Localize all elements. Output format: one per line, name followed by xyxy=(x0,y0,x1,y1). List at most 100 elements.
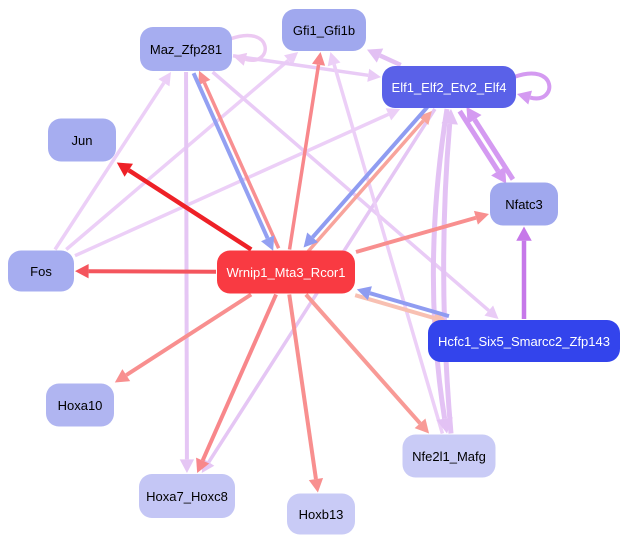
node-wrnip1[interactable]: Wrnip1_Mta3_Rcor1 xyxy=(217,250,355,294)
node-nfatc3[interactable]: Nfatc3 xyxy=(490,182,558,226)
edge-hcfc1-nfatc3 xyxy=(516,226,532,319)
node-maz[interactable]: Maz_Zfp281 xyxy=(140,27,232,71)
edge-line xyxy=(441,123,454,434)
edge-arrowhead-icon xyxy=(303,232,318,248)
node-hoxb13[interactable]: Hoxb13 xyxy=(287,493,355,535)
edge-arrowhead-icon xyxy=(356,286,372,301)
edge-arrowhead-icon xyxy=(75,263,89,279)
edge-elf1-gfi1 xyxy=(367,48,402,68)
edge-arrowhead-icon xyxy=(114,369,131,383)
node-shape[interactable] xyxy=(217,250,355,294)
edge-arrowhead-icon xyxy=(517,90,533,105)
edge-line xyxy=(457,109,501,173)
edge-wrnip1-hoxb13 xyxy=(287,294,324,493)
edge-line xyxy=(200,293,278,462)
edge-line xyxy=(229,33,267,62)
edge-arrowhead-icon xyxy=(441,109,458,125)
node-shape[interactable] xyxy=(139,474,235,518)
node-fos[interactable]: Fos xyxy=(8,250,74,292)
edge-wrnip1-hoxa10 xyxy=(114,292,253,383)
node-shape[interactable] xyxy=(382,66,516,108)
edge-arrowhead-icon xyxy=(179,459,195,473)
edge-arrowhead-icon xyxy=(385,108,401,121)
edge-wrnip1-fos xyxy=(75,263,217,279)
edge-arrowhead-icon xyxy=(418,110,432,126)
node-elf1[interactable]: Elf1_Elf2_Etv2_Elf4 xyxy=(382,66,516,108)
node-shape[interactable] xyxy=(46,383,114,427)
edge-line xyxy=(311,105,429,239)
edge-arrowhead-icon xyxy=(116,162,133,177)
edge-line xyxy=(287,294,318,480)
edge-arrowhead-icon xyxy=(327,52,341,67)
edge-line xyxy=(355,215,477,254)
edge-maz-hoxa7 xyxy=(179,71,195,473)
edge-arrowhead-icon xyxy=(158,72,171,87)
edge-arrowhead-icon xyxy=(491,166,507,184)
edge-line xyxy=(74,112,390,258)
edge-arrowhead-icon xyxy=(466,106,482,124)
edge-line xyxy=(379,53,402,68)
edge-line xyxy=(304,293,422,425)
edge-line xyxy=(125,292,253,377)
edge-line xyxy=(65,59,290,251)
node-shape[interactable] xyxy=(402,434,496,478)
edge-arrowhead-icon xyxy=(308,478,324,493)
edge-elf1-wrnip1 xyxy=(303,105,429,248)
edge-arrowhead-icon xyxy=(473,210,489,225)
edge-line xyxy=(369,291,450,319)
edge-fos-gfi1 xyxy=(65,52,299,251)
node-jun[interactable]: Jun xyxy=(48,118,116,162)
edge-line xyxy=(430,108,450,420)
edge-line xyxy=(354,293,435,321)
edge-arrowhead-icon xyxy=(414,418,430,434)
edge-wrnip1-maz xyxy=(198,70,281,249)
edge-line xyxy=(53,81,166,251)
edge-nfe2l1-elf1 xyxy=(441,109,458,434)
edge-nfatc3-elf1 xyxy=(466,106,516,181)
node-shape[interactable] xyxy=(140,27,232,71)
edge-arrowhead-icon xyxy=(198,70,211,86)
edge-fos-elf1 xyxy=(74,108,401,258)
node-hcfc1[interactable]: Hcfc1_Six5_Smarcc2_Zfp143 xyxy=(428,320,620,362)
edge-wrnip1-gfi1 xyxy=(287,52,326,250)
edge-line xyxy=(88,269,217,274)
node-shape[interactable] xyxy=(428,320,620,362)
node-shape[interactable] xyxy=(282,9,366,51)
edge-maz-wrnip1 xyxy=(191,72,275,251)
edge-line xyxy=(287,64,321,250)
edge-wrnip1-nfatc3 xyxy=(355,210,489,254)
edge-wrnip1-jun xyxy=(116,162,253,252)
edge-line xyxy=(513,71,552,101)
node-shape[interactable] xyxy=(48,118,116,162)
node-shape[interactable] xyxy=(8,250,74,292)
edge-line xyxy=(191,72,270,240)
edge-elf1-self xyxy=(513,71,552,105)
edge-maz-self xyxy=(229,33,267,66)
edge-arrowhead-icon xyxy=(311,52,326,66)
edge-line xyxy=(306,119,425,253)
edge-wrnip1-elf1 xyxy=(306,110,432,253)
node-nfe2l1[interactable]: Nfe2l1_Mafg xyxy=(402,434,496,478)
node-shape[interactable] xyxy=(287,493,355,535)
node-shape[interactable] xyxy=(490,182,558,226)
edge-wrnip1-nfe2l1 xyxy=(304,293,430,434)
node-hoxa7[interactable]: Hoxa7_Hoxc8 xyxy=(139,474,235,518)
edge-arrowhead-icon xyxy=(284,52,299,66)
edge-arrowhead-icon xyxy=(261,235,275,251)
edge-fos-maz xyxy=(53,72,171,251)
node-hoxa10[interactable]: Hoxa10 xyxy=(46,383,114,427)
edge-arrowhead-icon xyxy=(367,68,381,82)
edge-line xyxy=(332,63,445,434)
edge-line xyxy=(127,168,253,252)
edge-arrowhead-icon xyxy=(196,457,210,473)
edge-line xyxy=(472,118,516,181)
edge-arrowhead-icon xyxy=(367,48,384,63)
edge-arrowhead-icon xyxy=(233,52,248,66)
edge-wrnip1-hoxa7 xyxy=(196,293,278,473)
edge-line xyxy=(202,81,281,249)
edge-arrowhead-icon xyxy=(516,226,532,241)
edge-hcfc1-wrnip1 xyxy=(356,286,450,319)
node-gfi1[interactable]: Gfi1_Gfi1b xyxy=(282,9,366,51)
